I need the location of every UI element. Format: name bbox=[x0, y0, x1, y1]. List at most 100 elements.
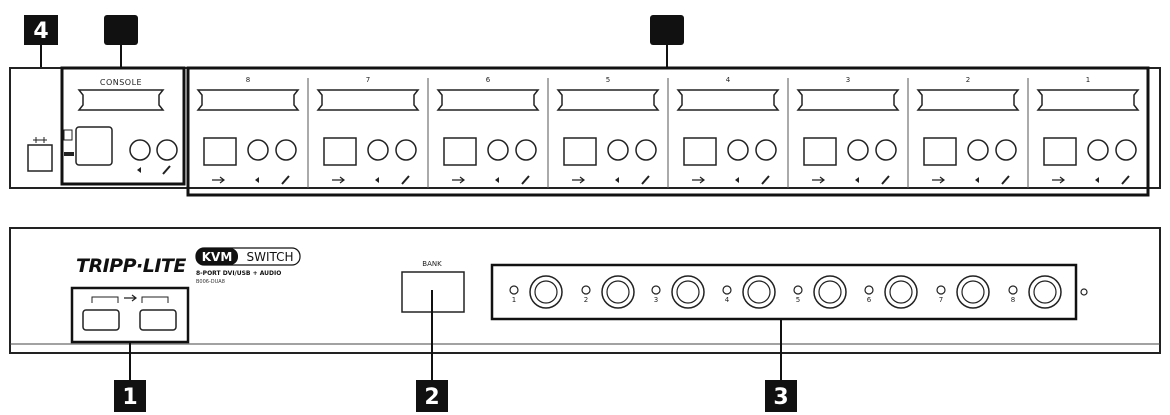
microphone-icon bbox=[881, 175, 890, 185]
rear-port-label: 8 bbox=[246, 76, 250, 84]
callout-console-unlabeled bbox=[104, 15, 138, 68]
mic-jack-icon bbox=[1115, 139, 1137, 161]
callout-ports-badge bbox=[650, 15, 684, 45]
power-jack-icon bbox=[27, 144, 53, 172]
front-usb-port-2 bbox=[139, 309, 177, 331]
usb-icon bbox=[932, 176, 945, 184]
port-select-unit: 4 bbox=[722, 275, 776, 309]
power-jack bbox=[27, 137, 53, 172]
callout-1: 1 bbox=[114, 342, 146, 412]
microphone-icon bbox=[281, 175, 290, 185]
port-select-button-inner bbox=[534, 280, 558, 304]
usb-port-icon bbox=[683, 137, 717, 166]
port-number-label: 8 bbox=[1011, 296, 1015, 304]
kvm-badge-background bbox=[196, 248, 238, 265]
kvm-badge: KVM bbox=[202, 250, 233, 264]
usb-port-icon bbox=[563, 137, 597, 166]
usb-port-icon bbox=[803, 137, 837, 166]
speaker-icon bbox=[615, 177, 619, 183]
rear-port-label: 6 bbox=[486, 76, 491, 84]
dvi-connector-icon bbox=[436, 89, 540, 111]
usb-bracket-lines bbox=[91, 296, 169, 303]
port-led-indicator bbox=[722, 285, 732, 295]
usb-port-icon bbox=[443, 137, 477, 166]
speaker-jack-icon bbox=[487, 139, 509, 161]
rear-panel-chassis bbox=[9, 67, 1161, 189]
port-select-unit: 1 bbox=[509, 275, 563, 309]
speaker-jack-icon bbox=[967, 139, 989, 161]
port-selection-buttons: 1 2 3 4 bbox=[490, 263, 1088, 321]
callout-4-number: 4 bbox=[33, 19, 48, 44]
port-select-unit: 8 bbox=[1008, 275, 1062, 309]
rear-port-modules: 8 7 6 bbox=[196, 76, 1140, 188]
speaker-icon bbox=[375, 177, 379, 183]
microphone-icon bbox=[1001, 175, 1010, 185]
console-label: CONSOLE bbox=[100, 78, 142, 87]
console-usb-symbol-icon bbox=[63, 129, 73, 141]
callout-1-badge bbox=[114, 380, 146, 412]
port-select-unit: 3 bbox=[651, 275, 705, 309]
mic-jack-icon bbox=[875, 139, 897, 161]
rear-port-label: 4 bbox=[726, 76, 731, 84]
console-highlight-box bbox=[60, 66, 186, 186]
speaker-icon bbox=[855, 177, 859, 183]
speaker-jack-icon bbox=[247, 139, 269, 161]
power-symbol-icon bbox=[33, 137, 47, 143]
mic-jack-icon bbox=[995, 139, 1017, 161]
mic-jack-icon bbox=[755, 139, 777, 161]
dvi-connector-icon bbox=[796, 89, 900, 111]
callout-console-badge bbox=[104, 15, 138, 45]
model-number: B006-DUA8 bbox=[196, 279, 225, 285]
power-led-indicator bbox=[1080, 288, 1088, 296]
mic-jack-icon bbox=[275, 139, 297, 161]
callout-1-number: 1 bbox=[122, 385, 137, 410]
computer-ports-highlight-box bbox=[186, 66, 1150, 197]
rear-port-label: 7 bbox=[366, 76, 370, 84]
callout-3: 3 bbox=[765, 319, 797, 412]
port-select-button-inner bbox=[818, 280, 842, 304]
speaker-jack-icon bbox=[607, 139, 629, 161]
front-usb-port-1 bbox=[82, 309, 120, 331]
usb-port-icon bbox=[323, 137, 357, 166]
speaker-icon bbox=[495, 177, 499, 183]
kvm-switch-badge-outline bbox=[195, 247, 301, 266]
port-select-unit: 2 bbox=[581, 275, 635, 309]
dvi-connector-icon bbox=[196, 89, 300, 111]
callout-2: 2 bbox=[416, 290, 448, 412]
callout-2-badge bbox=[416, 380, 448, 412]
rear-panel: CONSOLE 8 bbox=[9, 66, 1161, 197]
port-number-label: 1 bbox=[512, 296, 516, 304]
rear-port-module: 5 bbox=[556, 76, 669, 188]
microphone-icon bbox=[1121, 175, 1130, 185]
port-select-unit: 7 bbox=[936, 275, 990, 309]
usb-icon bbox=[452, 176, 465, 184]
rear-port-module: 8 bbox=[196, 76, 309, 188]
port-led-indicator bbox=[793, 285, 803, 295]
speaker-icon bbox=[255, 177, 259, 183]
callout-3-badge bbox=[765, 380, 797, 412]
console-dvi-icon bbox=[77, 89, 165, 111]
product-subtitle: 8-PORT DVI/USB + AUDIO bbox=[196, 270, 281, 277]
port-led-indicator bbox=[651, 285, 661, 295]
callout-3-number: 3 bbox=[773, 385, 788, 410]
port-led-indicator bbox=[581, 285, 591, 295]
callout-ports-unlabeled bbox=[650, 15, 684, 68]
dvi-connector-icon bbox=[556, 89, 660, 111]
port-select-unit: 5 bbox=[793, 275, 847, 309]
port-number-label: 4 bbox=[725, 296, 730, 304]
port-select-button-inner bbox=[676, 280, 700, 304]
microphone-icon bbox=[761, 175, 770, 185]
rear-port-label: 1 bbox=[1086, 76, 1090, 84]
rear-port-label: 2 bbox=[966, 76, 970, 84]
console-cable-icon bbox=[64, 152, 74, 156]
usb-icon bbox=[812, 176, 825, 184]
dvi-connector-icon bbox=[676, 89, 780, 111]
rear-port-module: 3 bbox=[796, 76, 909, 188]
dvi-connector-icon bbox=[916, 89, 1020, 111]
mic-jack-icon bbox=[635, 139, 657, 161]
console-mic-jack-icon bbox=[156, 139, 178, 161]
rear-port-label: 3 bbox=[846, 76, 850, 84]
port-number-label: 7 bbox=[939, 296, 943, 304]
speaker-icon bbox=[735, 177, 739, 183]
